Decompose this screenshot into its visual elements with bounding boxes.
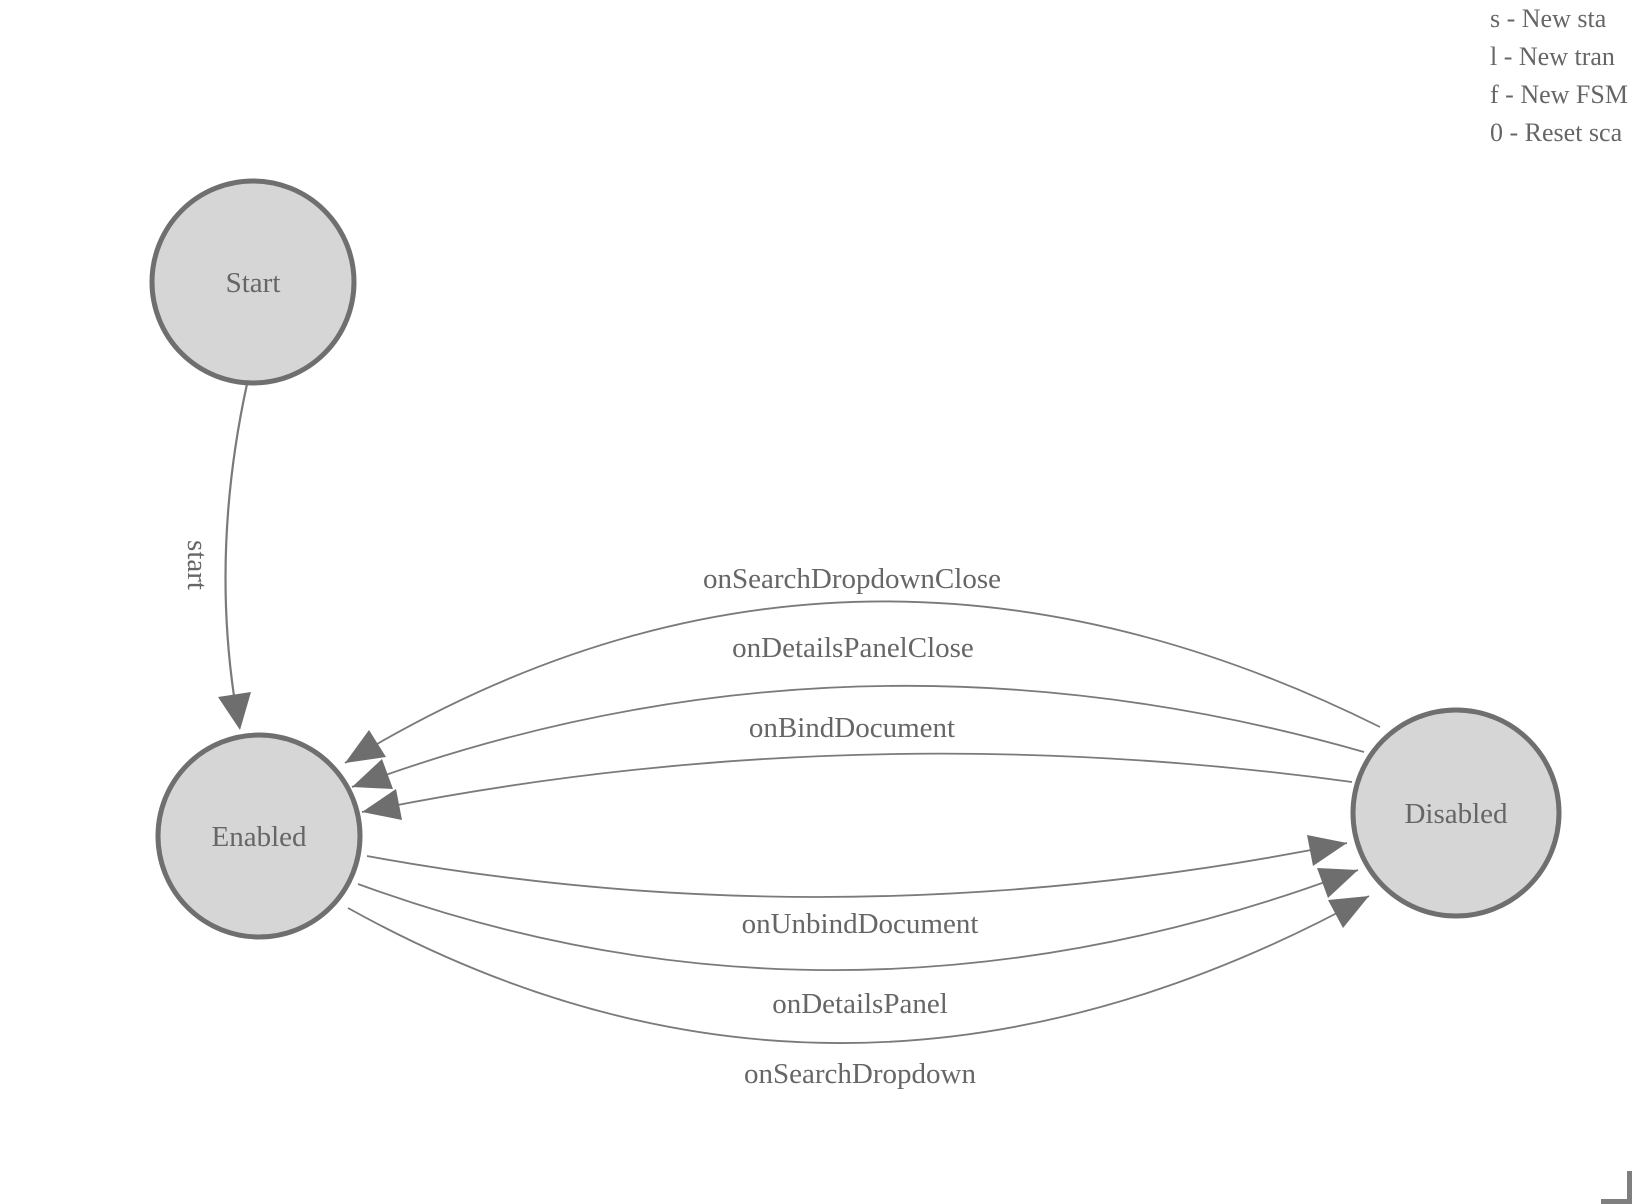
- edge-start-to-enabled: start: [181, 383, 251, 730]
- node-start-circle[interactable]: [149, 178, 357, 386]
- edge-onSearchDropdown: onSearchDropdown: [347, 895, 1370, 1090]
- node-start-label: Start: [226, 267, 281, 299]
- edge-line-onUnbindDocument[interactable]: [366, 842, 1348, 898]
- node-enabled-label: Enabled: [211, 821, 307, 853]
- node-start: Start: [149, 178, 357, 386]
- edge-arrowhead-icon: [362, 789, 402, 820]
- edge-line-onSearchDropdown[interactable]: [347, 895, 1370, 1044]
- node-disabled: Disabled: [1350, 707, 1562, 919]
- edge-label-onBindDocument[interactable]: onBindDocument: [749, 712, 955, 744]
- edge-label-onDetailsPanel[interactable]: onDetailsPanel: [772, 988, 948, 1020]
- legend-line-new-transition: l - New tran: [1490, 42, 1615, 71]
- edge-label-onSearchDropdown[interactable]: onSearchDropdown: [744, 1058, 976, 1090]
- edge-label-onDetailsPanelClose[interactable]: onDetailsPanelClose: [732, 632, 974, 664]
- edge-start-line[interactable]: [224, 383, 249, 697]
- edge-onDetailsPanel: onDetailsPanel: [357, 868, 1359, 1020]
- legend-line-new-state: s - New sta: [1490, 4, 1607, 33]
- shortcut-legend: s - New sta l - New tran f - New FSM 0 -…: [1490, 0, 1628, 152]
- canvas-corner-mark: [1601, 1171, 1632, 1204]
- edge-start-label[interactable]: start: [181, 540, 213, 590]
- edge-onDetailsPanelClose: onDetailsPanelClose: [351, 632, 1365, 789]
- edge-arrowhead-icon: [1307, 835, 1347, 866]
- node-disabled-label: Disabled: [1404, 798, 1508, 830]
- edge-line-onDetailsPanel[interactable]: [357, 869, 1359, 972]
- node-disabled-circle[interactable]: [1350, 707, 1562, 919]
- edge-label-onUnbindDocument[interactable]: onUnbindDocument: [742, 908, 979, 940]
- node-enabled-circle[interactable]: [155, 732, 363, 940]
- node-enabled: Enabled: [155, 732, 363, 940]
- legend-line-reset: 0 - Reset sca: [1490, 118, 1623, 147]
- edge-onUnbindDocument: onUnbindDocument: [366, 835, 1348, 940]
- edge-arrowhead-icon: [345, 730, 386, 763]
- edge-start-arrowhead-icon: [218, 692, 251, 730]
- edge-arrowhead-icon: [1317, 868, 1358, 898]
- edge-onSearchDropdownClose: onSearchDropdownClose: [344, 563, 1381, 764]
- edge-onBindDocument: onBindDocument: [361, 712, 1353, 820]
- edge-label-onSearchDropdownClose[interactable]: onSearchDropdownClose: [703, 563, 1001, 595]
- edge-arrowhead-icon: [1328, 896, 1369, 928]
- edge-line-onBindDocument[interactable]: [361, 752, 1353, 813]
- edge-arrowhead-icon: [352, 759, 393, 789]
- edge-line-onDetailsPanelClose[interactable]: [351, 684, 1365, 788]
- legend-line-new-fsm: f - New FSM: [1490, 80, 1628, 109]
- edge-line-onSearchDropdownClose[interactable]: [344, 600, 1381, 764]
